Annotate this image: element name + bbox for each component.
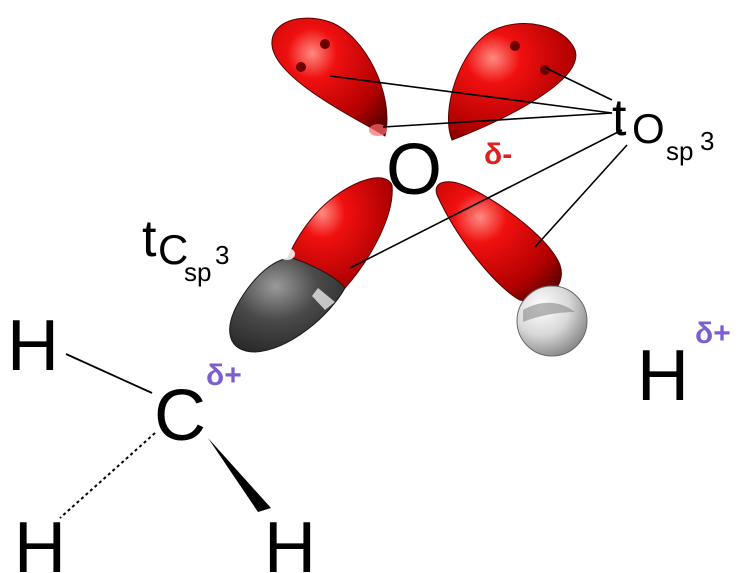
hydroxyl-hydrogen-partial-charge: δ+: [695, 317, 731, 350]
oxygen-lone-pair-orbital-right: [448, 23, 577, 141]
leader-line: [349, 129, 623, 269]
leader-line: [382, 112, 613, 128]
orbital-atom: O: [632, 105, 665, 152]
carbon-partial-charge: δ+: [206, 359, 242, 392]
carbon-atom-label: C: [154, 376, 206, 456]
orbital-atom: C: [158, 226, 188, 273]
methyl-hydrogen-left-label: H: [7, 306, 59, 386]
oxygen-partial-charge: δ-: [484, 138, 512, 171]
lone-pair-electron: [320, 39, 330, 49]
label-leader-lines: [329, 67, 628, 269]
orbital-symbol: t: [142, 210, 157, 268]
orbital-symbol: t: [612, 89, 627, 147]
carbon-oxygen-bond-orbital: [229, 177, 393, 353]
dashed-bond: [59, 432, 156, 519]
leader-line: [545, 67, 613, 101]
oxygen-atom-label: O: [386, 130, 442, 210]
orbital-superscript: 3: [215, 240, 229, 270]
hydroxyl-hydrogen-label: H: [637, 336, 689, 416]
hydrogen-sphere: [516, 285, 588, 357]
leader-line: [534, 144, 628, 248]
lone-pair-electron: [296, 62, 306, 72]
oxygen-hydrogen-bond-orbital: [435, 181, 562, 302]
oxygen-hybrid-orbital-label: t O sp 3: [612, 89, 714, 166]
leader-line: [329, 75, 613, 114]
methyl-hydrogen-wedge-label: H: [264, 508, 316, 573]
lone-pair-electron: [510, 41, 520, 51]
orbital-subscript: sp: [666, 136, 693, 166]
lone-pair-electron: [540, 65, 550, 75]
methyl-hydrogen-dashed-label: H: [14, 508, 66, 573]
wedge-bond: [208, 438, 271, 512]
methyl-bonds: [59, 353, 271, 519]
solid-bond: [65, 353, 153, 394]
carbon-hybrid-orbital-label: t C sp 3: [142, 210, 229, 287]
orbital-subscript: sp: [184, 257, 211, 287]
oxygen-lone-pair-orbital-left: [271, 17, 388, 137]
orbital-superscript: 3: [700, 126, 714, 156]
